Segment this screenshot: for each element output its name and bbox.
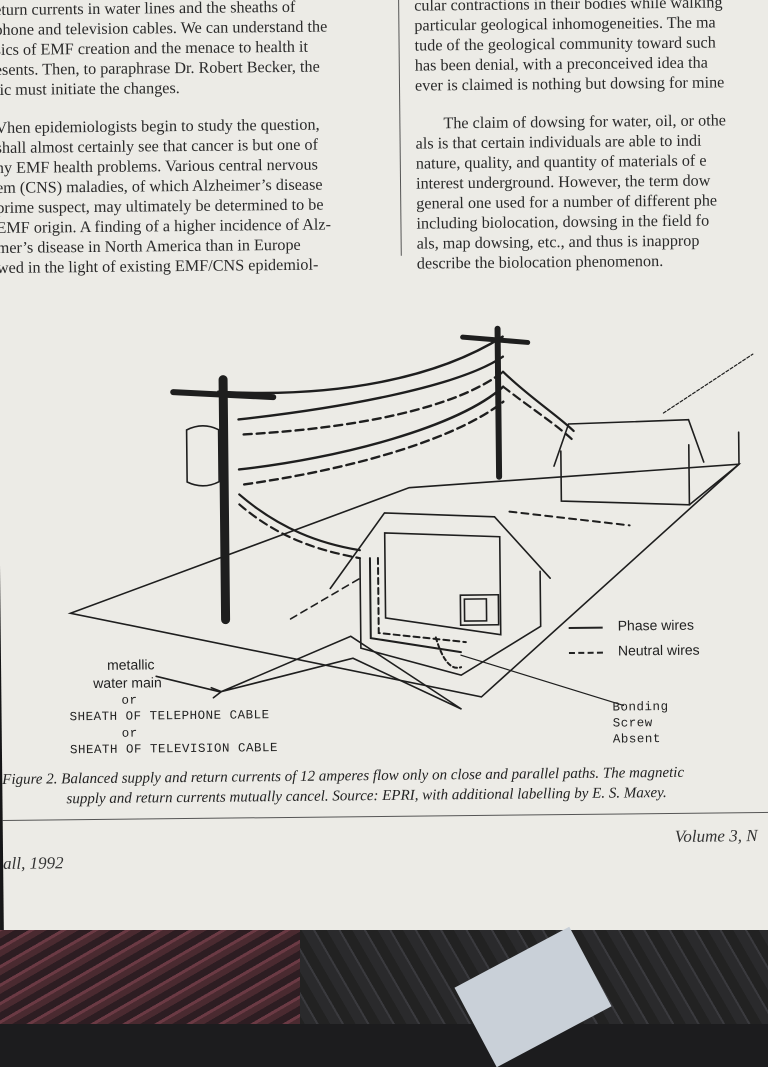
service-drop-neutral — [238, 503, 362, 560]
left-text-column: eturn currents in water lines and the sh… — [0, 0, 389, 278]
power-line-diagram — [67, 325, 754, 710]
phase-wire — [237, 385, 505, 471]
interior-neutral-wire — [376, 557, 467, 644]
front-house-interior — [383, 532, 502, 636]
legend-neutral-label: Neutral wires — [617, 641, 700, 659]
water-main-arrowhead — [210, 686, 223, 699]
footer-date: all, 1992 — [3, 853, 64, 873]
rug-pattern — [0, 930, 300, 1024]
buried-neutral — [289, 577, 361, 620]
right-text-column: cular contractions in their bodies while… — [414, 0, 768, 274]
legend-phase-label: Phase wires — [617, 616, 695, 634]
phase-wire — [216, 335, 504, 395]
label-absent: Absent — [612, 732, 661, 747]
left-pole-crossarm — [170, 389, 277, 401]
label-bonding: Bonding — [612, 699, 669, 715]
left-para2-line: EMF origin. A finding of a higher incide… — [0, 215, 332, 237]
column-divider — [397, 0, 402, 256]
right-para2-line: The claim of dowsing for water, oil, or … — [443, 111, 727, 133]
caption-rule — [2, 811, 768, 821]
buried-neutral — [508, 510, 631, 527]
left-para1-line: lic must initiate the changes. — [0, 79, 180, 99]
interior-phase-wire — [368, 557, 462, 654]
ground-lot-outline — [67, 463, 742, 698]
right-para1-line: ever is claimed is nothing but dowsing f… — [414, 73, 725, 95]
label-television-sheath: SHEATH OF TELEVISION CABLE — [69, 741, 279, 758]
back-house-walls — [560, 443, 691, 506]
right-utility-pole — [494, 325, 503, 480]
transformer — [185, 425, 220, 487]
front-house-walls — [359, 557, 542, 677]
right-para1-line: tude of the geological community toward … — [414, 33, 716, 55]
microwave-window — [463, 598, 488, 622]
service-drop-neutral — [502, 385, 575, 443]
microwave — [459, 593, 500, 626]
bonding-pointer — [460, 654, 625, 707]
label-screw: Screw — [612, 716, 653, 731]
back-house-roof — [553, 418, 705, 467]
front-house-roof — [329, 512, 551, 590]
legend-neutral-swatch — [568, 651, 603, 655]
back-house-antenna — [662, 353, 754, 414]
service-drop — [501, 370, 575, 433]
right-pole-crossarm — [460, 334, 531, 345]
label-telephone-sheath: SHEATH OF TELEPHONE CABLE — [69, 708, 270, 725]
water-main-arrow — [155, 675, 221, 693]
left-utility-pole — [218, 375, 231, 625]
right-para2-line: describe the biolocation phenomenon. — [416, 252, 664, 273]
service-drop — [238, 493, 361, 552]
figure-2-illustration: Phase wires Neutral wires metallic water… — [37, 314, 768, 762]
bonding-loop — [434, 636, 463, 669]
legend-phase-swatch — [568, 626, 603, 630]
label-metallic: metallic — [106, 656, 155, 673]
neutral-wire — [242, 370, 505, 436]
left-para2-line: wed in the light of existing EMF/CNS epi… — [0, 255, 319, 277]
back-house-side — [688, 431, 740, 506]
water-main-pipe — [221, 635, 462, 710]
figure-caption: Figure 2. Balanced supply and return cur… — [2, 762, 768, 810]
label-or: or — [121, 726, 138, 741]
label-or: or — [121, 693, 138, 708]
phase-wire — [237, 355, 505, 421]
right-para2-line: general one used for a number of differe… — [416, 191, 718, 213]
footer-volume: Volume 3, N — [674, 826, 758, 846]
neutral-wire — [242, 400, 505, 486]
label-water-main: water main — [93, 674, 162, 691]
magazine-page: eturn currents in water lines and the sh… — [0, 0, 768, 954]
